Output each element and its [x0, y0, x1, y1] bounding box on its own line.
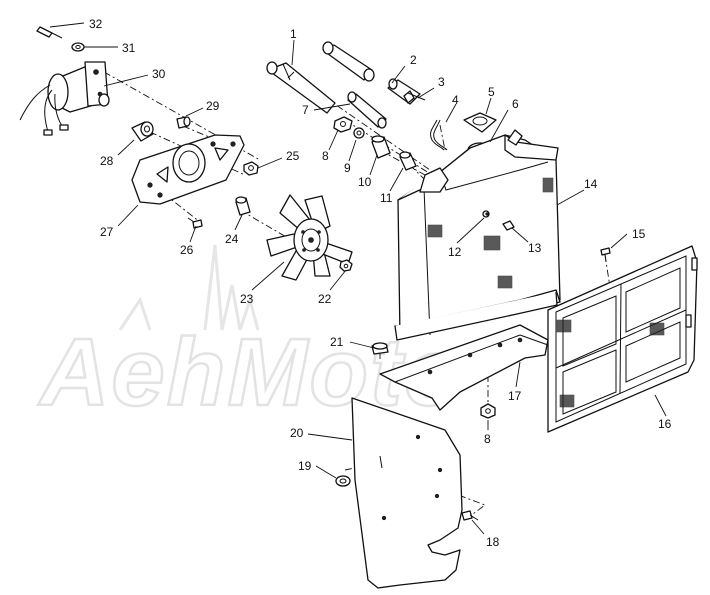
callout-16: 16 [658, 417, 672, 431]
side-panel [351, 397, 463, 589]
lower-bracket [379, 324, 549, 411]
callout-30: 30 [152, 67, 166, 81]
callout-21: 21 [330, 335, 344, 349]
callout-11: 11 [380, 191, 393, 205]
callout-24: 24 [225, 232, 239, 246]
callout-5: 5 [488, 85, 495, 99]
fan-nut [339, 259, 353, 272]
callout-8-lower: 8 [484, 432, 491, 446]
radiator-screen [547, 245, 698, 433]
callout-3: 3 [438, 75, 445, 89]
callout-6: 6 [512, 97, 519, 111]
callout-19: 19 [298, 459, 312, 473]
fan-motor [19, 61, 110, 136]
callout-23: 23 [240, 292, 254, 306]
callout-27: 27 [100, 225, 114, 239]
callout-20: 20 [290, 426, 304, 440]
spacer-lower [235, 196, 251, 216]
hex-nut-lower [480, 403, 496, 419]
callout-22: 22 [318, 292, 332, 306]
callout-29: 29 [206, 99, 220, 113]
panel-washer [335, 475, 351, 487]
radiator [394, 129, 561, 341]
hose-fitting [387, 78, 426, 105]
screen-screw [600, 247, 611, 263]
radiator-fasteners [485, 212, 515, 231]
callout-13: 13 [528, 241, 542, 255]
callout-32: 32 [89, 17, 103, 31]
motor-mount-plate [131, 134, 245, 205]
cap-gasket [463, 112, 497, 133]
grommet [371, 342, 389, 355]
hose-upper-right [322, 41, 375, 82]
callout-8-upper: 8 [322, 149, 329, 163]
callout-7: 7 [302, 103, 309, 117]
fan-blade [266, 194, 353, 281]
wire-connector [36, 26, 63, 39]
callout-2: 2 [410, 53, 417, 67]
leader-lines [49, 22, 667, 535]
mount-screw [187, 217, 203, 229]
hose-clamp-8 [333, 116, 353, 133]
callout-28: 28 [100, 154, 114, 168]
callout-26: 26 [180, 243, 194, 257]
fitting-10 [371, 135, 391, 159]
washer [71, 42, 85, 52]
overflow-tube [430, 119, 448, 151]
callout-25: 25 [286, 149, 300, 163]
callout-labels: 32 31 30 29 28 25 27 26 24 23 22 1 2 3 4… [89, 17, 672, 549]
panel-screw [461, 510, 479, 521]
callout-12: 12 [448, 245, 462, 259]
callout-10: 10 [358, 175, 372, 189]
spacer-top [176, 116, 191, 129]
callout-14: 14 [584, 177, 598, 191]
callout-4: 4 [452, 93, 459, 107]
washer-9 [353, 127, 365, 139]
hose-upper-left [266, 61, 336, 114]
callout-17: 17 [508, 389, 522, 403]
hex-nut-25 [243, 161, 259, 176]
hose-lower [347, 91, 387, 129]
callout-15: 15 [632, 227, 646, 241]
motor-bushing [131, 121, 154, 142]
callout-31: 31 [122, 41, 136, 55]
fitting-11 [399, 151, 417, 171]
callout-18: 18 [486, 535, 500, 549]
callout-1: 1 [290, 27, 297, 41]
callout-9: 9 [344, 161, 351, 175]
